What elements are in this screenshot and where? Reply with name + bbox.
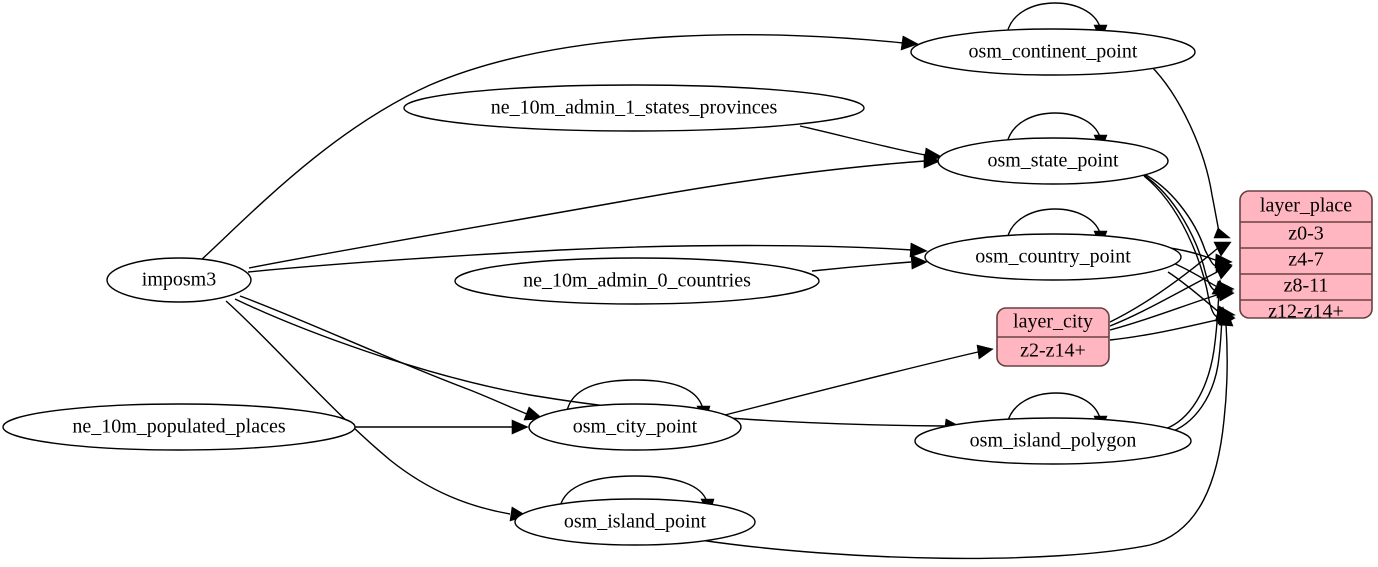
record-header-layer-place: layer_place xyxy=(1260,195,1352,217)
edge-layer-city-to-layer-place-z12-z14 xyxy=(1109,311,1236,341)
edge-osm-continent-point-to-layer-place-z0-3 xyxy=(1149,64,1231,239)
node-osm-state-point[interactable]: osm_state_point xyxy=(937,137,1169,185)
record-row-layer-city-z2-z14[interactable]: z2-z14+ xyxy=(1020,340,1086,362)
record-row-layer-place-z8-11[interactable]: z8-11 xyxy=(1284,275,1329,297)
record-node-layer-city[interactable]: layer_city z2-z14+ xyxy=(996,307,1110,367)
edge-ne-populated-places-to-osm-city-point xyxy=(355,419,529,435)
node-osm-city-point[interactable]: osm_city_point xyxy=(528,403,742,451)
node-layer: imposm3 ne_10m_populated_places ne_10m_a… xyxy=(2,28,1196,546)
record-node-layer-place[interactable]: layer_place z0-3 z4-7 z8-11 z12-z14+ xyxy=(1239,190,1373,323)
edge-osm-island-polygon-to-layer-place-z12-z14 xyxy=(1167,306,1230,434)
node-label-osm-city-point: osm_city_point xyxy=(573,416,698,438)
node-label-osm-island-point: osm_island_point xyxy=(564,511,707,533)
edge-osm-city-point-to-layer-city xyxy=(724,344,994,416)
edge-layer-city-to-layer-place-z4-7 xyxy=(1109,264,1233,327)
edge-layer-city-to-layer-place-z8-11 xyxy=(1109,286,1235,331)
edge-imposm3-to-osm-city-point xyxy=(239,295,544,421)
node-label-ne-10m-admin-1-states-provinces: ne_10m_admin_1_states_provinces xyxy=(491,97,778,119)
node-label-osm-continent-point: osm_continent_point xyxy=(969,41,1138,63)
node-label-osm-island-polygon: osm_island_polygon xyxy=(970,430,1137,452)
node-label-ne-10m-admin-0-countries: ne_10m_admin_0_countries xyxy=(523,270,751,292)
edge-imposm3-to-osm-country-point xyxy=(247,242,928,273)
record-row-layer-place-z12-z14[interactable]: z12-z14+ xyxy=(1268,301,1344,323)
edge-ne-admin1-to-osm-state-point xyxy=(799,125,943,163)
record-row-layer-place-z4-7[interactable]: z4-7 xyxy=(1288,249,1324,271)
node-label-ne-10m-populated-places: ne_10m_populated_places xyxy=(72,416,285,438)
node-label-osm-country-point: osm_country_point xyxy=(975,246,1131,268)
node-ne-10m-admin-1-states-provinces[interactable]: ne_10m_admin_1_states_provinces xyxy=(403,84,865,132)
edge-ne-admin0-to-osm-country-point xyxy=(811,254,928,272)
node-osm-continent-point[interactable]: osm_continent_point xyxy=(910,28,1196,76)
edge-imposm3-to-osm-state-point xyxy=(248,153,941,269)
node-label-osm-state-point: osm_state_point xyxy=(987,150,1119,172)
node-ne-10m-populated-places[interactable]: ne_10m_populated_places xyxy=(2,403,356,451)
node-imposm3[interactable]: imposm3 xyxy=(106,257,252,303)
edge-layer-city-to-layer-place-z0-3 xyxy=(1109,241,1232,323)
node-label-imposm3: imposm3 xyxy=(142,269,216,291)
record-row-layer-place-z0-3[interactable]: z0-3 xyxy=(1288,223,1324,245)
edge-osm-country-point-to-layer-place-z4-7 xyxy=(1169,247,1233,269)
record-node-layer: layer_city z2-z14+ layer_place z0-3 z4-7… xyxy=(996,190,1373,367)
node-ne-10m-admin-0-countries[interactable]: ne_10m_admin_0_countries xyxy=(454,257,820,305)
edge-imposm3-to-osm-continent-point xyxy=(199,34,919,262)
node-osm-island-point[interactable]: osm_island_point xyxy=(514,498,756,546)
node-osm-country-point[interactable]: osm_country_point xyxy=(924,233,1182,281)
node-osm-island-polygon[interactable]: osm_island_polygon xyxy=(914,417,1192,465)
record-header-layer-city: layer_city xyxy=(1013,311,1093,333)
